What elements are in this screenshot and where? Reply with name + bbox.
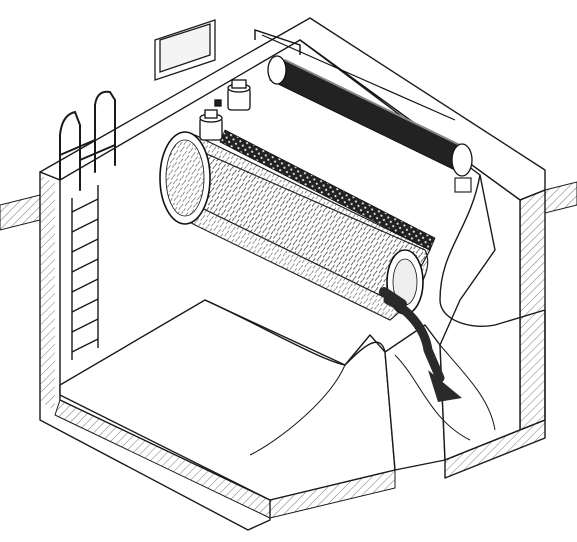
discharge-flow-arrow [379,287,462,402]
handrail [59,90,116,191]
ground-right [544,181,577,214]
ground-left [0,194,41,231]
outlet-channel [439,344,496,431]
debris-trough [154,19,216,81]
spray-backwash-pipe [254,29,473,193]
access-ladder [71,185,99,360]
rotating-drum-screen [159,129,436,321]
drive-motor [199,79,251,141]
inlet-channel [249,364,346,456]
concrete-basin [39,17,546,531]
